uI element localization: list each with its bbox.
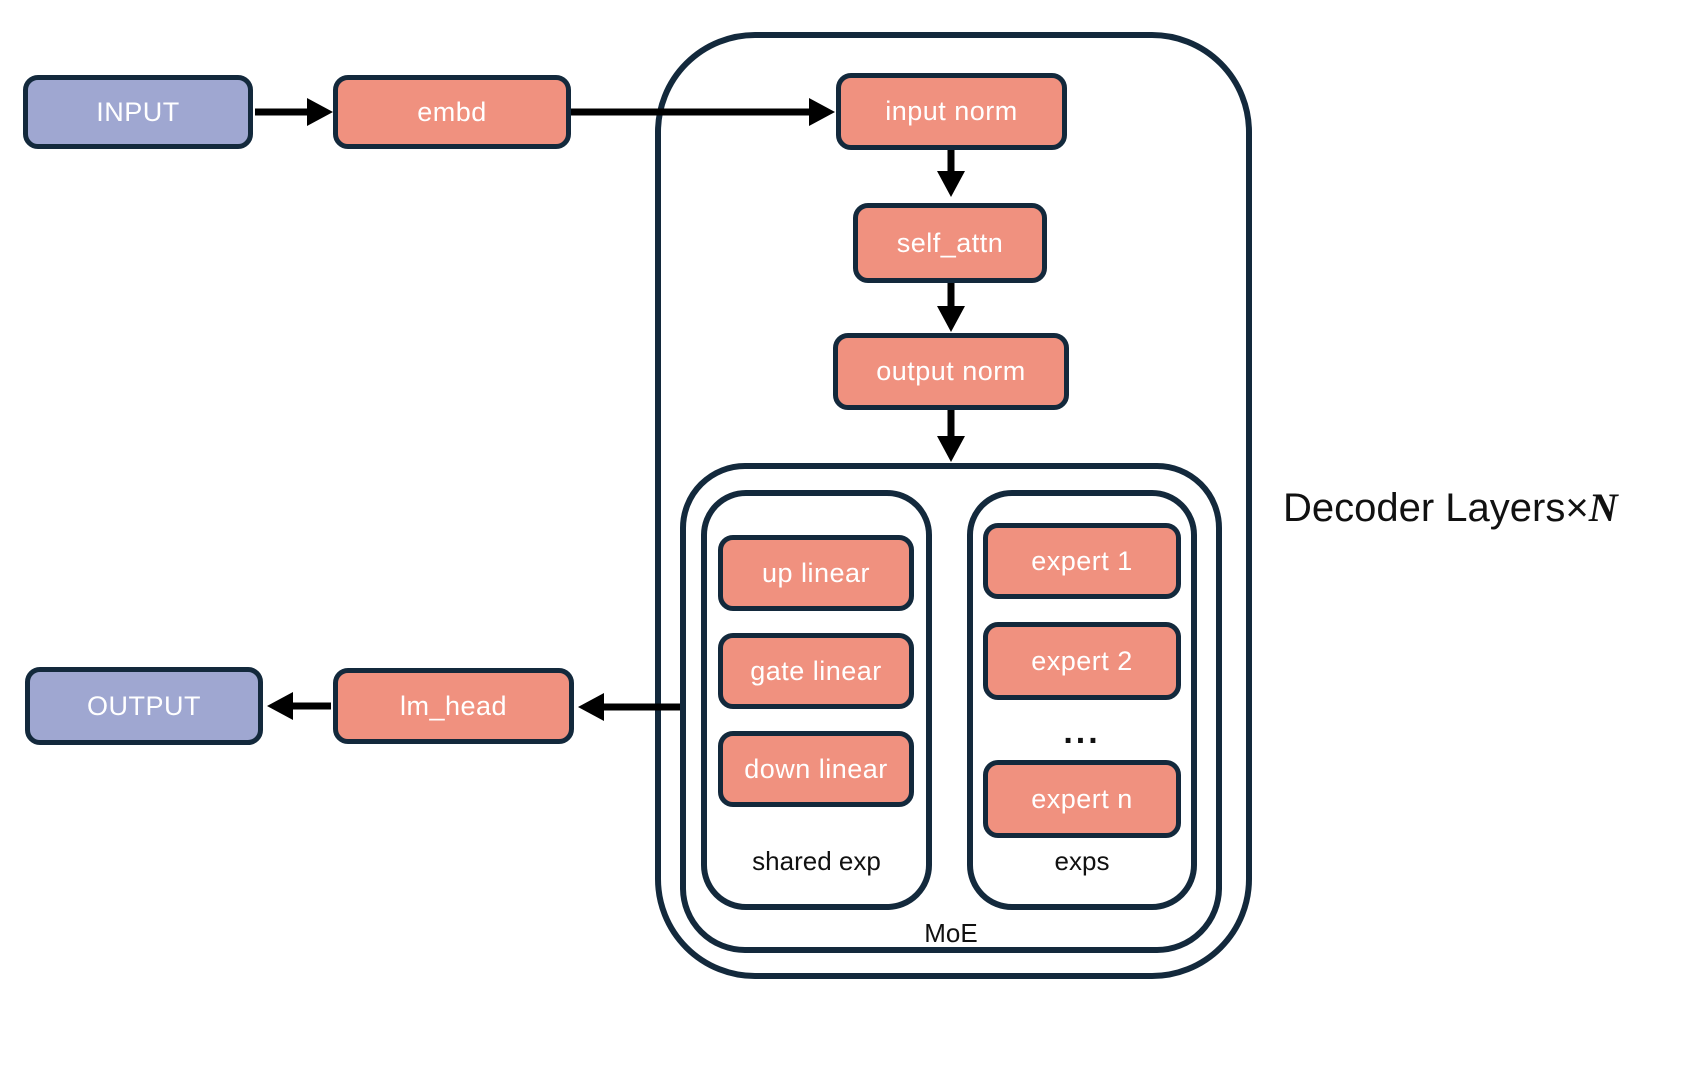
up-linear-node: up linear bbox=[718, 535, 914, 611]
shared-exp-label: shared exp bbox=[752, 846, 881, 876]
expert-2-node: expert 2 bbox=[983, 622, 1181, 700]
decoder-layers-container: input norm self_attn output norm up line… bbox=[655, 32, 1252, 979]
embd-node: embd bbox=[333, 75, 571, 149]
shared-exp-container: up linear gate linear down linear shared… bbox=[701, 490, 932, 910]
down-linear-node-label: down linear bbox=[744, 753, 888, 784]
exps-container: expert 1 expert 2 ... expert n exps bbox=[967, 490, 1197, 910]
experts-ellipsis: ... bbox=[1063, 713, 1101, 751]
expert-n-node: expert n bbox=[983, 760, 1181, 838]
embd-node-label: embd bbox=[417, 96, 487, 127]
layer-count-n: N bbox=[1588, 485, 1618, 530]
output-norm-node: output norm bbox=[833, 333, 1069, 410]
output-norm-node-label: output norm bbox=[876, 356, 1026, 386]
moe-container: up linear gate linear down linear shared… bbox=[680, 463, 1222, 953]
input-node: INPUT bbox=[23, 75, 253, 149]
expert-1-node: expert 1 bbox=[983, 523, 1181, 599]
input-norm-node: input norm bbox=[836, 73, 1067, 150]
arrow-lm-head-to-output bbox=[267, 692, 331, 720]
input-node-label: INPUT bbox=[96, 96, 180, 127]
expert-2-node-label: expert 2 bbox=[1031, 645, 1133, 676]
times-symbol: × bbox=[1565, 486, 1589, 530]
output-node-label: OUTPUT bbox=[87, 690, 201, 721]
gate-linear-node-label: gate linear bbox=[750, 655, 882, 686]
arrow-input-to-embd bbox=[255, 98, 333, 126]
decoder-layers-annotation-text: Decoder Layers bbox=[1283, 486, 1566, 530]
expert-n-node-label: expert n bbox=[1031, 783, 1133, 814]
expert-1-node-label: expert 1 bbox=[1031, 545, 1133, 576]
exps-label: exps bbox=[1054, 846, 1110, 876]
lm-head-node: lm_head bbox=[333, 668, 574, 744]
lm-head-node-label: lm_head bbox=[399, 690, 508, 721]
down-linear-node: down linear bbox=[718, 731, 914, 807]
input-norm-node-label: input norm bbox=[885, 96, 1018, 126]
up-linear-node-label: up linear bbox=[761, 557, 871, 588]
decoder-layers-annotation: Decoder Layers×N bbox=[1283, 484, 1618, 531]
self-attn-node-label: self_attn bbox=[896, 227, 1004, 258]
gate-linear-node: gate linear bbox=[718, 633, 914, 709]
self-attn-node: self_attn bbox=[853, 203, 1047, 283]
moe-label: MoE bbox=[924, 918, 978, 948]
output-node: OUTPUT bbox=[25, 667, 263, 745]
